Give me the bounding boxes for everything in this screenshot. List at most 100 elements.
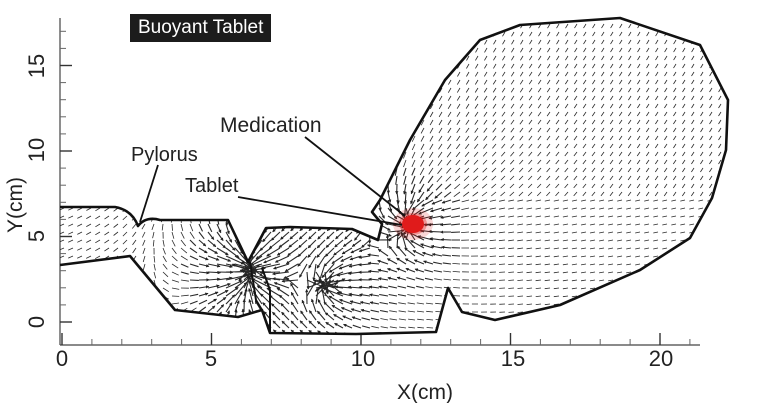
velocity-vector bbox=[527, 320, 532, 321]
velocity-vector bbox=[168, 136, 172, 139]
velocity-vector bbox=[683, 112, 686, 116]
velocity-vector bbox=[473, 192, 478, 196]
velocity-vector bbox=[141, 200, 145, 204]
velocity-vector bbox=[243, 224, 244, 236]
velocity-vector bbox=[592, 192, 595, 196]
velocity-vector bbox=[716, 224, 721, 225]
velocity-vector bbox=[208, 240, 216, 247]
velocity-vector bbox=[451, 216, 460, 218]
velocity-vector bbox=[190, 248, 197, 253]
velocity-vector bbox=[520, 88, 523, 92]
velocity-vector bbox=[133, 240, 137, 245]
velocity-vector bbox=[365, 64, 370, 66]
velocity-vector bbox=[466, 72, 469, 77]
velocity-vector bbox=[719, 128, 722, 132]
velocity-vector bbox=[181, 240, 186, 246]
velocity-vector bbox=[279, 240, 289, 248]
velocity-vector bbox=[719, 120, 722, 124]
velocity-vector bbox=[683, 72, 686, 76]
velocity-vector bbox=[86, 264, 91, 266]
velocity-vector bbox=[602, 56, 605, 60]
velocity-vector bbox=[356, 32, 361, 34]
velocity-vector bbox=[328, 200, 334, 206]
velocity-vector bbox=[517, 232, 523, 233]
velocity-vector bbox=[360, 294, 370, 296]
velocity-vector bbox=[529, 56, 532, 60]
velocity-vector bbox=[244, 232, 245, 246]
velocity-vector bbox=[490, 232, 496, 233]
velocity-vector bbox=[284, 64, 289, 66]
velocity-vector bbox=[565, 48, 568, 52]
velocity-vector bbox=[362, 318, 370, 320]
velocity-vector bbox=[413, 56, 415, 61]
velocity-vector bbox=[655, 120, 658, 124]
velocity-vector bbox=[86, 288, 91, 290]
velocity-vector bbox=[195, 168, 199, 173]
velocity-vector bbox=[275, 48, 280, 50]
velocity-vector bbox=[440, 56, 443, 61]
velocity-vector bbox=[463, 192, 469, 196]
velocity-vector bbox=[581, 272, 586, 273]
velocity-vector bbox=[647, 56, 650, 60]
velocity-vector bbox=[502, 72, 505, 76]
velocity-vector bbox=[203, 64, 208, 66]
velocity-vector bbox=[655, 96, 658, 100]
velocity-vector bbox=[471, 240, 478, 241]
velocity-vector bbox=[716, 272, 721, 273]
velocity-vector bbox=[628, 168, 631, 172]
velocity-vector bbox=[412, 152, 415, 158]
velocity-vector bbox=[584, 48, 587, 52]
velocity-vector bbox=[565, 168, 568, 172]
velocity-vector bbox=[150, 304, 154, 309]
velocity-vector bbox=[381, 335, 388, 336]
velocity-vector bbox=[365, 80, 370, 83]
velocity-vector bbox=[565, 160, 568, 164]
velocity-vector bbox=[601, 88, 604, 92]
velocity-vector bbox=[257, 48, 262, 50]
velocity-vector bbox=[180, 321, 181, 328]
velocity-vector bbox=[689, 208, 694, 209]
y-tick-label: 0 bbox=[24, 316, 49, 328]
velocity-vector bbox=[77, 112, 82, 114]
velocity-vector bbox=[199, 256, 208, 260]
velocity-vector bbox=[545, 264, 550, 265]
velocity-vector bbox=[266, 168, 271, 173]
velocity-vector bbox=[273, 321, 280, 328]
velocity-vector bbox=[429, 152, 433, 158]
velocity-vector bbox=[520, 104, 523, 108]
velocity-vector bbox=[547, 160, 550, 164]
velocity-vector bbox=[728, 184, 731, 188]
velocity-vector bbox=[338, 104, 343, 107]
velocity-vector bbox=[395, 24, 397, 29]
velocity-vector bbox=[689, 328, 694, 329]
velocity-vector bbox=[671, 272, 676, 273]
velocity-vector bbox=[483, 176, 488, 180]
velocity-vector bbox=[593, 24, 596, 28]
velocity-vector bbox=[212, 56, 217, 58]
velocity-vector bbox=[462, 200, 469, 202]
velocity-vector bbox=[338, 72, 343, 75]
velocity-vector bbox=[574, 152, 577, 156]
velocity-vector bbox=[456, 160, 460, 165]
velocity-vector bbox=[547, 72, 550, 76]
velocity-vector bbox=[572, 312, 577, 313]
velocity-vector bbox=[181, 256, 188, 260]
velocity-vector bbox=[374, 56, 379, 58]
velocity-vector bbox=[68, 248, 73, 250]
velocity-vector bbox=[458, 56, 461, 61]
velocity-vector bbox=[132, 176, 136, 179]
velocity-vector bbox=[538, 152, 541, 156]
velocity-vector bbox=[599, 296, 604, 297]
velocity-vector bbox=[680, 280, 685, 281]
velocity-vector bbox=[163, 256, 167, 262]
velocity-vector bbox=[635, 208, 640, 209]
velocity-vector bbox=[519, 192, 523, 196]
velocity-vector bbox=[317, 321, 325, 328]
velocity-vector bbox=[728, 80, 730, 84]
velocity-vector bbox=[249, 176, 253, 182]
velocity-vector bbox=[365, 48, 370, 50]
velocity-vector bbox=[317, 240, 325, 248]
velocity-vector bbox=[231, 160, 235, 165]
velocity-vector bbox=[95, 248, 100, 251]
velocity-vector bbox=[626, 256, 631, 257]
